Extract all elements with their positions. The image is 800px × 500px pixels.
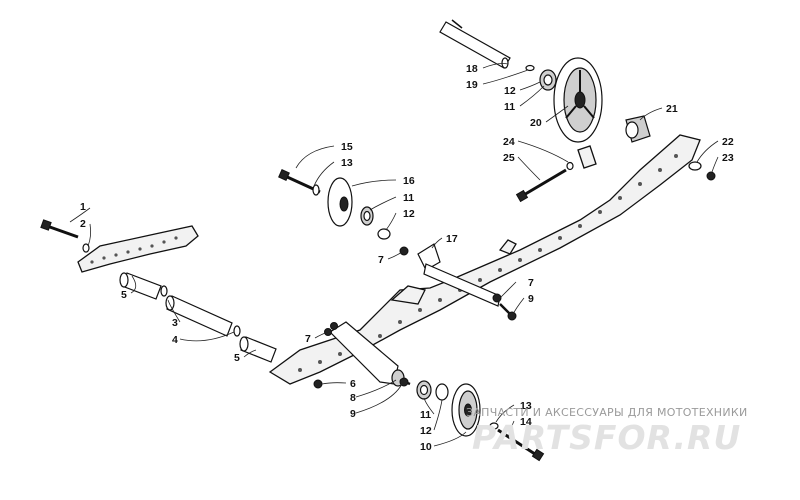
ring-12-mid — [377, 228, 391, 240]
rear-wheel-20 — [553, 57, 603, 143]
nut-7-right — [492, 293, 502, 303]
main-rail — [268, 134, 701, 385]
callout-12-mid: 12 — [403, 208, 415, 220]
bearing-11-top — [539, 69, 557, 91]
callout-23: 23 — [722, 152, 734, 164]
tensioner-block-21 — [625, 115, 651, 143]
lower-wheel-10 — [451, 383, 481, 437]
axle-18 — [439, 19, 511, 69]
callout-2: 2 — [80, 218, 86, 230]
cross-shaft — [165, 295, 233, 337]
callout-13-lower: 13 — [520, 400, 532, 412]
callout-6: 6 — [350, 378, 356, 390]
spacer-tube-lower — [239, 336, 277, 363]
callout-10: 10 — [420, 441, 432, 453]
callout-16: 16 — [403, 175, 415, 187]
callout-5-lower: 5 — [234, 352, 240, 364]
washer-13-lower — [489, 422, 499, 430]
callout-5-upper: 5 — [121, 289, 127, 301]
callout-11-mid: 11 — [403, 192, 414, 204]
watermark-caption: ЗАПЧАСТИ И АКСЕССУАРЫ ДЛЯ МОТОТЕХНИКИ — [466, 406, 748, 419]
callout-3: 3 — [172, 317, 178, 329]
front-rail-arm — [77, 225, 199, 273]
callout-numbers: 1 2 3 4 5 5 6 7 7 7 8 9 9 10 11 11 11 12… — [80, 63, 734, 453]
shock-bracket-17 — [417, 243, 501, 307]
callout-25: 25 — [503, 152, 515, 164]
clip-19 — [525, 64, 535, 72]
callout-14: 14 — [520, 416, 532, 428]
callout-19: 19 — [466, 79, 478, 91]
callout-7-right: 7 — [528, 277, 534, 289]
nut-6 — [313, 379, 323, 389]
callout-22: 22 — [722, 136, 734, 148]
ring-right — [233, 325, 241, 337]
callout-24: 24 — [503, 136, 515, 148]
callout-9-lower: 9 — [350, 408, 356, 420]
leader-lines — [69, 63, 719, 447]
callout-13-mid: 13 — [341, 157, 353, 169]
front-bolt — [40, 219, 79, 239]
callout-7-mid: 7 — [378, 254, 384, 266]
bolt-9-mid — [499, 303, 517, 321]
bolt-23 — [706, 171, 716, 181]
bolt-14 — [497, 428, 545, 462]
washer-13-upper — [312, 184, 320, 196]
callout-20: 20 — [530, 117, 542, 129]
washer-22 — [688, 161, 702, 171]
callout-4: 4 — [172, 334, 178, 346]
callout-1: 1 — [80, 201, 86, 213]
callout-18: 18 — [466, 63, 478, 75]
callout-7-lower: 7 — [305, 333, 311, 345]
callout-11-top: 11 — [504, 101, 515, 113]
spacer-tube-upper — [119, 272, 162, 300]
nut-7-lower-b — [330, 322, 338, 330]
callout-8: 8 — [350, 392, 356, 404]
washer-24 — [566, 161, 574, 171]
callout-12-lower: 12 — [420, 425, 432, 437]
callout-12-top: 12 — [504, 85, 516, 97]
callout-9-right: 9 — [528, 293, 534, 305]
front-washer — [82, 243, 90, 253]
idler-wheel-16 — [327, 177, 353, 227]
ring-12-lower — [435, 383, 449, 401]
callout-15: 15 — [341, 141, 353, 153]
bolt-25 — [515, 168, 567, 203]
callout-17: 17 — [446, 233, 458, 245]
ring-left — [160, 285, 168, 297]
callout-21: 21 — [666, 103, 678, 115]
nut-7-mid — [399, 246, 409, 256]
watermark-logo: PARTSFOR.RU — [472, 418, 742, 457]
bearing-11-mid — [360, 206, 374, 226]
bearing-11-lower — [416, 380, 432, 400]
callout-11-lower: 11 — [420, 409, 431, 421]
